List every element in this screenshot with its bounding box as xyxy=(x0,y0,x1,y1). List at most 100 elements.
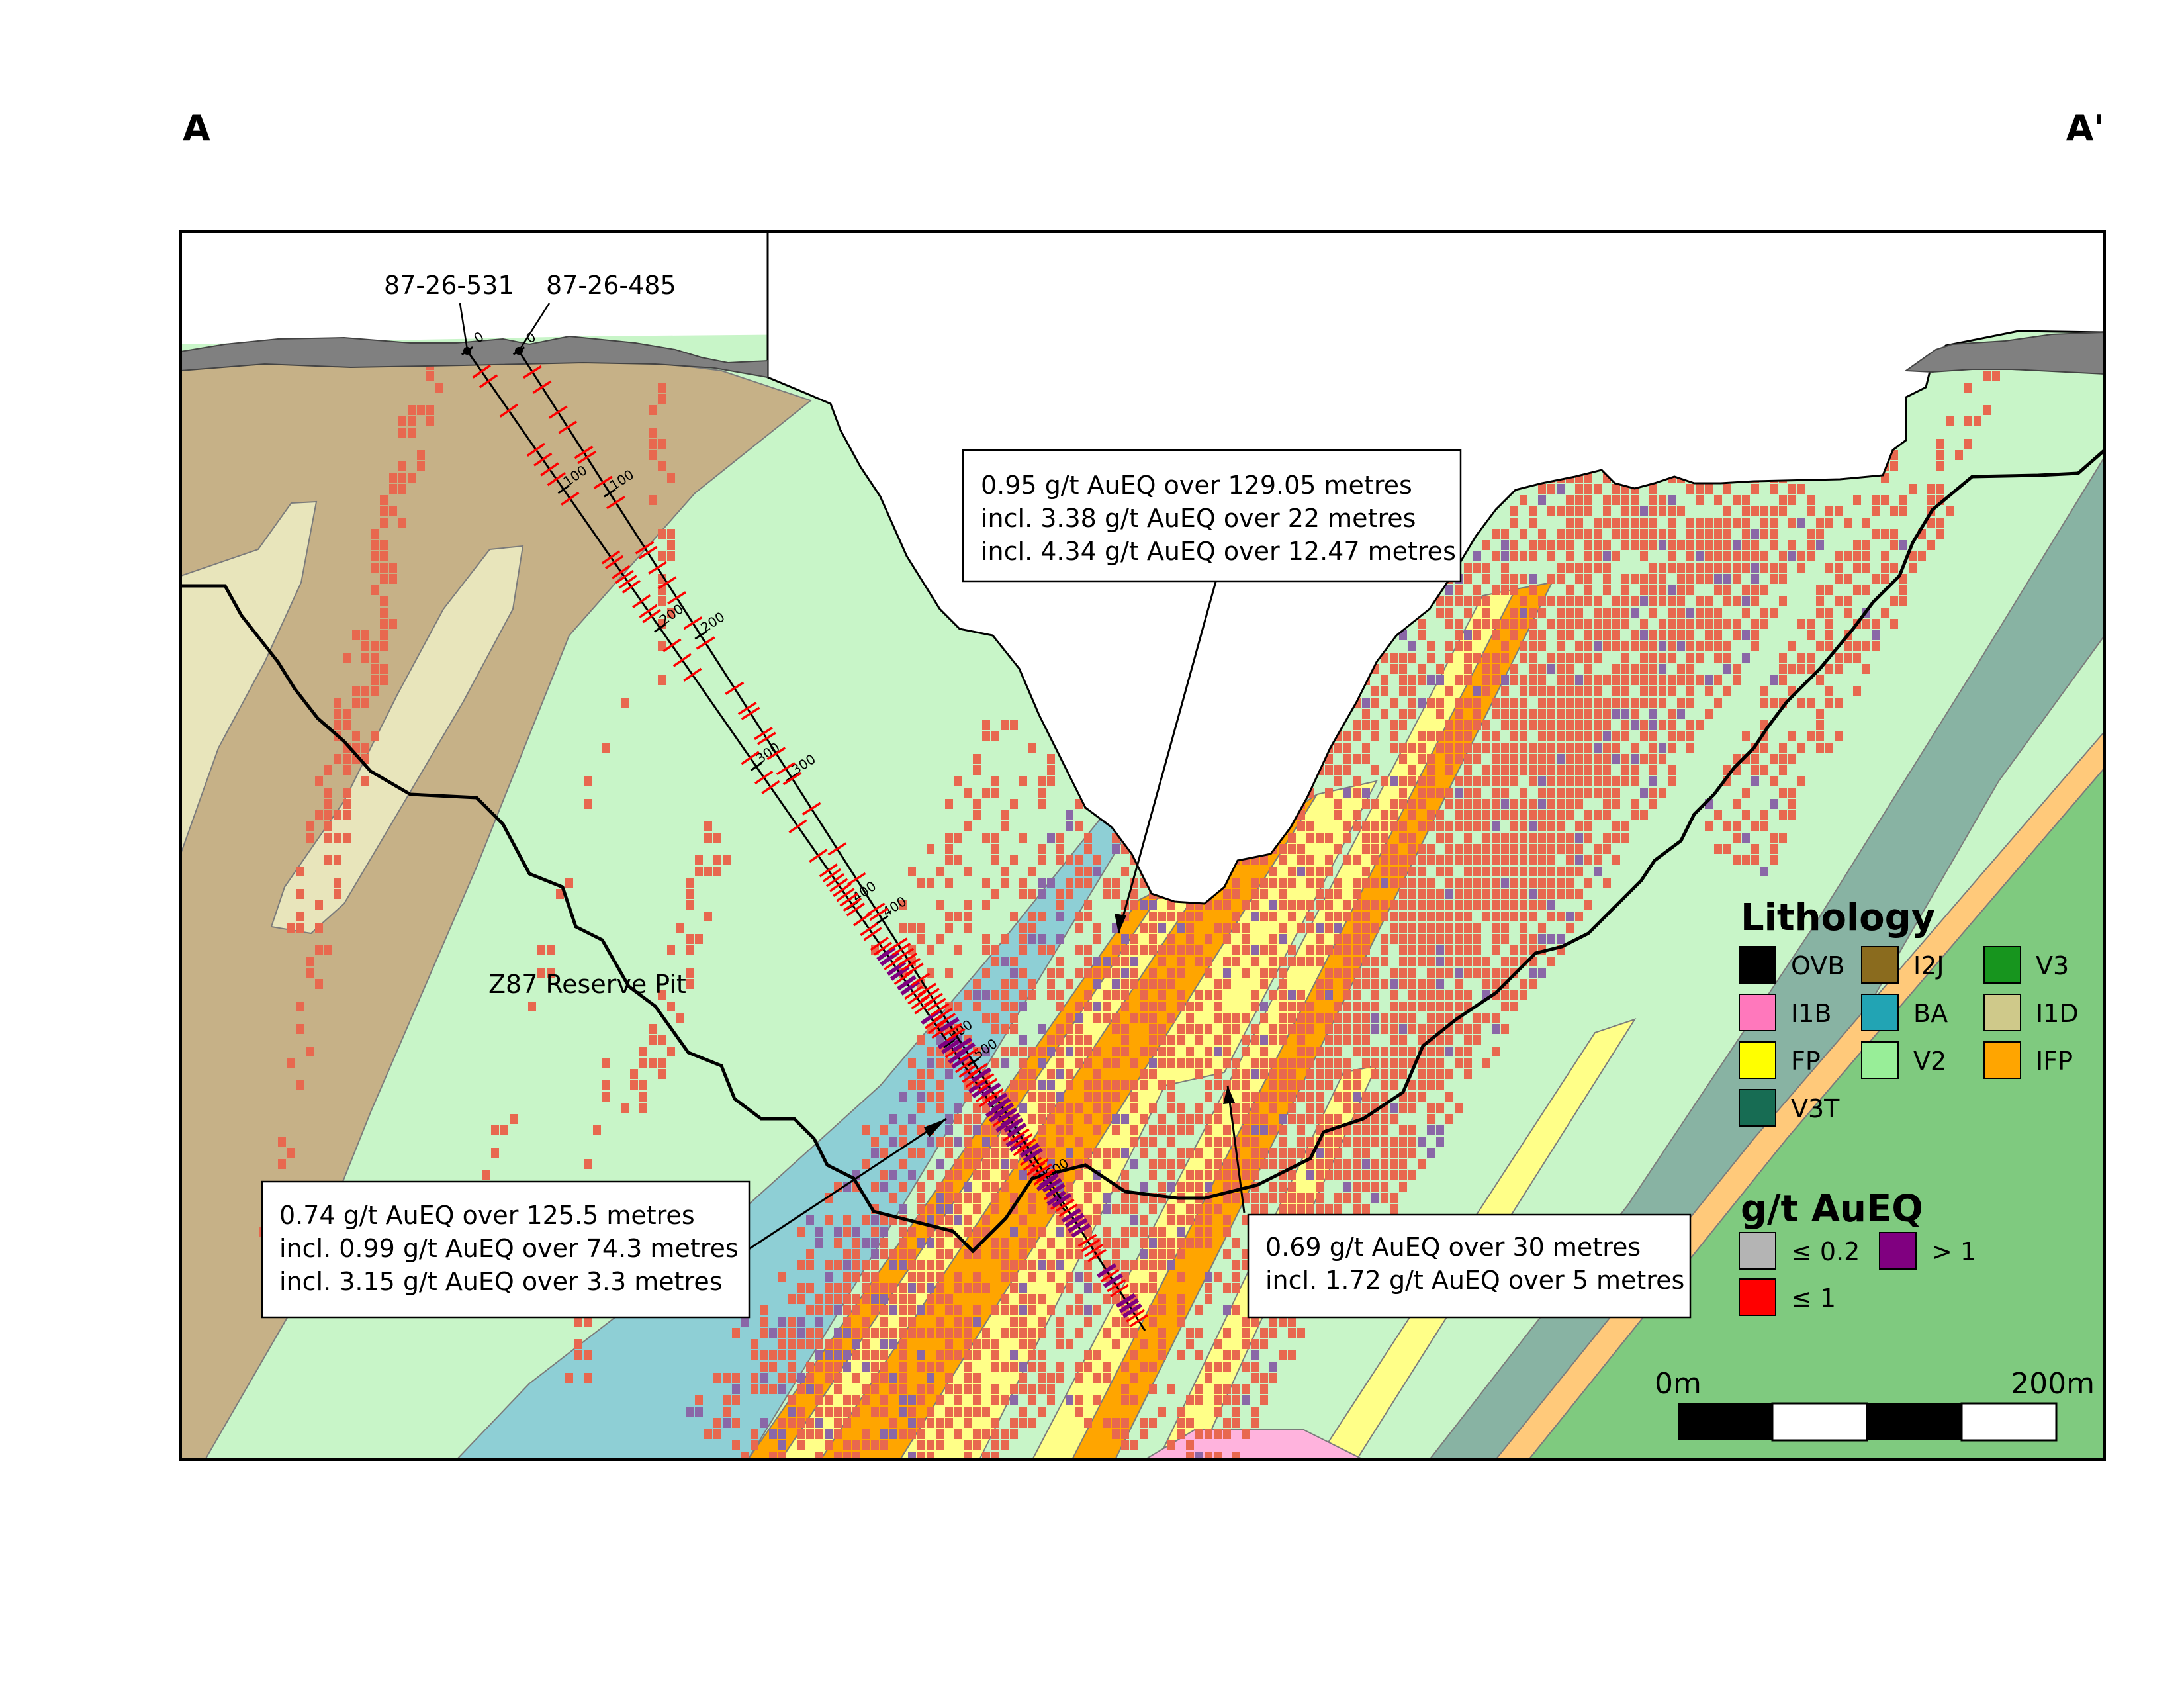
grade-block xyxy=(1603,630,1611,640)
grade-block xyxy=(880,1125,888,1135)
grade-block xyxy=(1482,855,1490,865)
grade-block xyxy=(1436,731,1444,741)
grade-block xyxy=(899,1395,907,1405)
grade-block xyxy=(1594,529,1602,539)
lithology-label-ba: BA xyxy=(1913,999,1948,1028)
grade-block xyxy=(1714,574,1722,584)
grade-block xyxy=(1167,1047,1175,1056)
grade-block xyxy=(1103,1362,1111,1372)
grade-block xyxy=(1001,878,1009,888)
grade-block xyxy=(815,1384,823,1394)
grade-block xyxy=(1788,799,1796,809)
grade-block xyxy=(1482,867,1490,876)
grade-block xyxy=(1575,833,1583,843)
grade-block xyxy=(1881,574,1889,584)
grade-block xyxy=(1121,1384,1129,1394)
grade-block xyxy=(658,1058,666,1068)
grade-block xyxy=(1705,709,1713,719)
grade-block xyxy=(1408,867,1416,876)
grade-block xyxy=(1825,619,1833,629)
grade-block xyxy=(1770,563,1778,573)
grade-block xyxy=(936,1260,944,1270)
grade-block xyxy=(1195,1452,1203,1460)
grade-block xyxy=(1723,585,1731,595)
grade-block xyxy=(954,1328,962,1338)
grade-block xyxy=(889,1384,897,1394)
grade-block xyxy=(1381,776,1388,786)
grade-block xyxy=(1464,743,1472,753)
grade-block xyxy=(927,1305,934,1315)
grade-block xyxy=(1946,416,1954,426)
grade-block xyxy=(1492,664,1500,674)
assay-interval xyxy=(648,561,667,575)
grade-block xyxy=(1714,551,1722,561)
grade-block xyxy=(1436,945,1444,955)
grade-block xyxy=(917,1440,925,1450)
grade-block xyxy=(1121,1080,1129,1090)
grade-block xyxy=(1279,1092,1287,1102)
grade-block xyxy=(1510,855,1518,865)
grade-block xyxy=(797,1339,805,1349)
grade-block xyxy=(1112,957,1120,966)
grade-block xyxy=(1464,731,1472,741)
grade-block xyxy=(973,1272,981,1282)
grade-block xyxy=(1047,765,1055,775)
grade-block xyxy=(1584,788,1592,798)
grade-block xyxy=(862,1272,870,1282)
grade-block xyxy=(1557,529,1565,539)
grade-block xyxy=(1195,1114,1203,1124)
grade-block xyxy=(1797,664,1805,674)
grade-block xyxy=(954,1103,962,1113)
assay-interval xyxy=(741,706,760,720)
grade-block xyxy=(1399,878,1407,888)
grade-block xyxy=(1103,1002,1111,1011)
grade-block xyxy=(1112,1429,1120,1439)
grade-block xyxy=(1047,990,1055,1000)
grade-block xyxy=(1158,1080,1166,1090)
grade-block xyxy=(1353,1193,1361,1203)
grade-block xyxy=(1316,945,1324,955)
grade-block xyxy=(315,945,323,955)
grade-block xyxy=(1390,1170,1398,1180)
grade-block xyxy=(1362,968,1370,978)
grade-block xyxy=(426,416,434,426)
grade-block xyxy=(1742,630,1750,640)
grade-block xyxy=(1547,731,1555,741)
grade-block xyxy=(1121,1193,1129,1203)
grade-block xyxy=(1112,1249,1120,1259)
grade-block xyxy=(1621,698,1629,708)
grade-block xyxy=(1288,1170,1296,1180)
grade-block xyxy=(954,1193,962,1203)
grade-block xyxy=(1130,1080,1138,1090)
grade-block xyxy=(982,1182,990,1192)
grade-block xyxy=(889,1193,897,1203)
grade-block xyxy=(1464,1024,1472,1034)
grade-block xyxy=(1223,1395,1231,1405)
grade-block xyxy=(1890,506,1898,516)
grade-block xyxy=(1269,1159,1277,1169)
grade-block xyxy=(1501,698,1509,708)
grade-block xyxy=(1390,1148,1398,1158)
grade-block xyxy=(1242,1384,1250,1394)
grade-block xyxy=(1529,776,1537,786)
grade-block xyxy=(1436,608,1444,618)
grade-block xyxy=(1538,675,1546,685)
grade-block xyxy=(1436,889,1444,899)
grade-block xyxy=(1612,630,1620,640)
grade-block xyxy=(1399,900,1407,910)
grade-block xyxy=(1659,540,1666,550)
grade-block xyxy=(1362,923,1370,933)
assay-interval xyxy=(846,902,866,917)
grade-block xyxy=(843,1227,851,1237)
grade-block xyxy=(1158,1114,1166,1124)
grade-block xyxy=(954,1429,962,1439)
grade-block xyxy=(1575,912,1583,921)
assay-interval xyxy=(1017,1138,1036,1152)
grade-block xyxy=(1621,540,1629,550)
grade-block xyxy=(806,1339,814,1349)
grade-block xyxy=(1028,1204,1036,1214)
grade-block xyxy=(1010,968,1018,978)
grade-block xyxy=(1557,731,1565,741)
grade-block xyxy=(1140,1013,1148,1023)
grade-block xyxy=(1242,1429,1250,1439)
